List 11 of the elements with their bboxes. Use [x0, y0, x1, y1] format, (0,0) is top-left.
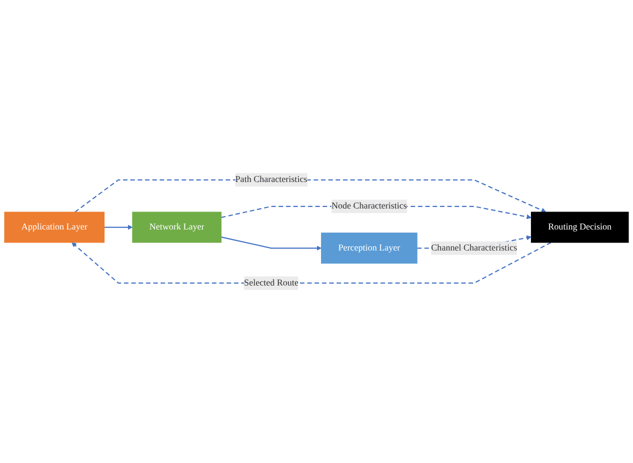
arrow: [104, 224, 133, 230]
arrow: [72, 242, 552, 284]
edge-label: Channel Characteristics: [431, 243, 518, 253]
node-box: Network Layer: [132, 212, 222, 243]
node-box: Routing Decision: [530, 212, 629, 243]
node-box: Perception Layer: [321, 232, 418, 264]
arrow: [221, 236, 322, 251]
edge-label: Path Characteristics: [235, 174, 308, 184]
edge-label: Selected Route: [244, 278, 298, 288]
node-box: Application Layer: [4, 212, 105, 243]
edge-label: Node Characteristics: [331, 201, 407, 211]
